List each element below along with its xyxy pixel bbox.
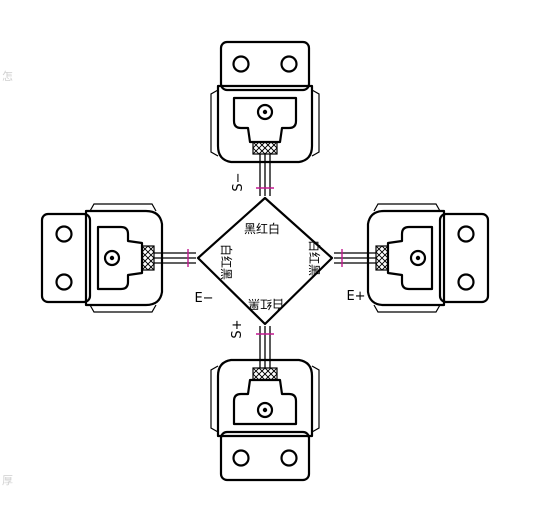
terminal-label-s-minus: S− (231, 172, 246, 191)
watermark-fragment: 怎 (2, 69, 13, 83)
watermark-fragment: 厚 (2, 474, 13, 487)
bridge-diamond (196, 196, 334, 326)
terminal-label-s-plus: S+ (230, 319, 245, 338)
load-cell-bottom (209, 324, 321, 482)
center-label-bottom: 白红黑 (248, 297, 284, 312)
load-cell-top (209, 40, 321, 198)
terminal-label-e-plus: E+ (346, 289, 365, 304)
load-cell-left (40, 202, 198, 314)
center-label-left: 白红黑 (219, 244, 234, 280)
terminal-label-e-minus: E− (194, 291, 213, 306)
center-label-right: 白红黑 (307, 240, 322, 276)
center-label-top: 黑红白 (244, 221, 280, 236)
